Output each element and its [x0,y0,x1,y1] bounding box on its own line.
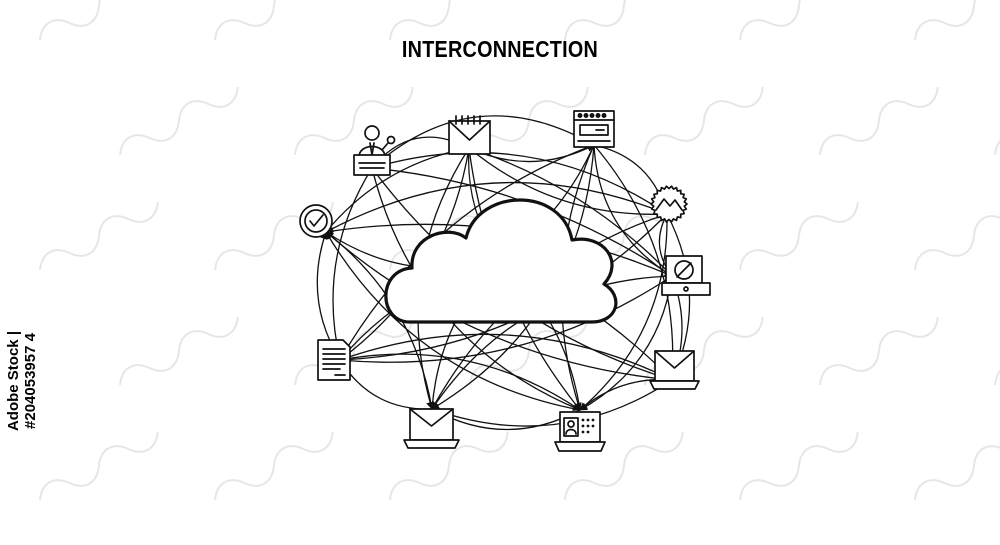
watermark-mark [389,0,509,41]
watermark-mark [39,0,159,41]
diagram-title: INTERCONNECTION [401,36,599,62]
watermark-mark [294,86,414,156]
watermark-mark [214,0,334,41]
connection-line [431,408,581,431]
connection-line [325,231,581,411]
watermark-mark [739,431,859,501]
connection-line [339,144,595,361]
watermark-mark [914,201,1000,271]
watermark-mark [914,431,1000,501]
id-card-laptop-icon [554,411,606,452]
connection-line [339,359,433,410]
watermark-mark [214,431,334,501]
watermark-mark [739,201,859,271]
checkmark-circle-icon [299,204,333,238]
connection-line [339,275,673,365]
laptop-mail-icon [649,350,700,390]
speaker-podium-icon [353,125,396,176]
connection-line [593,144,677,381]
watermark-mark [39,201,159,271]
watermark-mark [994,86,1000,156]
badge-mountain-icon [650,185,688,223]
watermark-mark [644,86,764,156]
watermark-mark [819,86,939,156]
connection-line [325,181,668,233]
connection-line [371,115,595,169]
watermark-mark [389,431,509,501]
connection-line [468,147,673,277]
watermark-mark [819,316,939,386]
watermark-mark [994,316,1000,386]
connection-line [339,333,673,381]
watermark-mark [119,316,239,386]
connection-line [431,379,673,427]
connection-line [339,353,581,411]
watermark-mark [294,316,414,386]
watermark-mark [119,86,239,156]
watermark-mark [564,431,684,501]
connection-line [332,167,373,361]
watermark-mark [739,0,859,41]
server-rack-icon [573,110,615,148]
watermark-mark [39,431,159,501]
calendar-envelope-icon [448,115,491,155]
connection-line [593,144,673,277]
cloud-icon [384,198,618,324]
document-icon [317,339,351,381]
laptop-mail-icon [403,408,460,449]
connection-line [579,213,668,411]
connection-line [325,231,673,381]
camera-device-icon [661,255,711,296]
watermark-mark [914,0,1000,41]
connection-line [371,151,668,215]
watermark-mark [564,0,684,41]
connection-line [579,275,673,411]
